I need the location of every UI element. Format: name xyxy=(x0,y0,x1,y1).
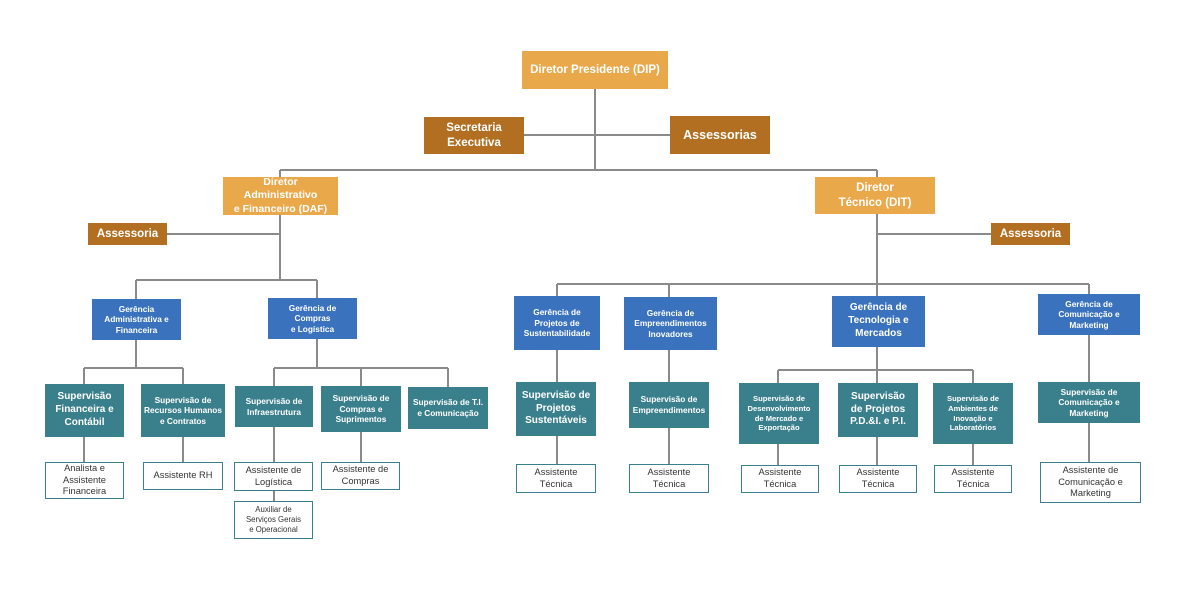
gerencia-compras-box: Gerência de Compras e Logística xyxy=(268,298,357,339)
assistente-tecnica-box: Assistente Técnica xyxy=(629,464,709,493)
secretaria-executiva-box: Secretaria Executiva xyxy=(424,117,524,154)
supervisao-financeira-box: Supervisão Financeira e Contábil xyxy=(45,384,124,437)
assistente-comunicacao-box: Assistente de Comunicação e Marketing xyxy=(1040,462,1141,503)
supervisao-comunicacao-box: Supervisão de Comunicação e Marketing xyxy=(1038,382,1140,423)
supervisao-desenvolvimento-box: Supervisão de Desenvolvimento de Mercado… xyxy=(739,383,819,444)
assessoria-dit-box: Assessoria xyxy=(991,223,1070,245)
supervisao-empreendimentos-box: Supervisão de Empreendimentos xyxy=(629,382,709,428)
assistente-compras-box: Assistente de Compras xyxy=(321,462,400,490)
assistente-tecnica-box: Assistente Técnica xyxy=(741,465,819,493)
supervisao-projetos-sustentaveis-box: Supervisão de Projetos Sustentáveis xyxy=(516,382,596,436)
gerencia-projetos-box: Gerência de Projetos de Sustentabilidade xyxy=(514,296,600,350)
supervisao-pdi-box: Supervisão de Projetos P.D.&I. e P.I. xyxy=(838,383,918,437)
assistente-tecnica-box: Assistente Técnica xyxy=(839,465,917,493)
gerencia-tecnologia-box: Gerência de Tecnologia e Mercados xyxy=(832,296,925,347)
diretor-presidente-box: Diretor Presidente (DIP) xyxy=(522,51,668,89)
gerencia-administrativa-box: Gerência Administrativa e Financeira xyxy=(92,299,181,340)
supervisao-compras-box: Supervisão de Compras e Suprimentos xyxy=(321,386,401,432)
analista-financeira-box: Analista e Assistente Financeira xyxy=(45,462,124,499)
assessorias-box: Assessorias xyxy=(670,116,770,154)
diretor-administrativo-box: Diretor Administrativo e Financeiro (DAF… xyxy=(223,176,338,215)
auxiliar-servicos-box: Auxiliar de Serviços Gerais e Operaciona… xyxy=(234,501,313,539)
supervisao-ti-box: Supervisão de T.I. e Comunicação xyxy=(408,387,488,429)
assistente-rh-box: Assistente RH xyxy=(143,462,223,490)
assistente-tecnica-box: Assistente Técnica xyxy=(934,465,1012,493)
supervisao-infraestrutura-box: Supervisão de Infraestrutura xyxy=(235,386,313,427)
supervisao-rh-box: Supervisão de Recursos Humanos e Contrat… xyxy=(141,384,225,437)
supervisao-ambientes-box: Supervisão de Ambientes de Inovação e La… xyxy=(933,383,1013,444)
assistente-logistica-box: Assistente de Logística xyxy=(234,462,313,491)
gerencia-empreendimentos-box: Gerência de Empreendimentos Inovadores xyxy=(624,297,717,350)
diretor-tecnico-box: Diretor Técnico (DIT) xyxy=(815,177,935,214)
gerencia-comunicacao-box: Gerência de Comunicação e Marketing xyxy=(1038,294,1140,335)
assistente-tecnica-box: Assistente Técnica xyxy=(516,464,596,493)
assessoria-daf-box: Assessoria xyxy=(88,223,167,245)
